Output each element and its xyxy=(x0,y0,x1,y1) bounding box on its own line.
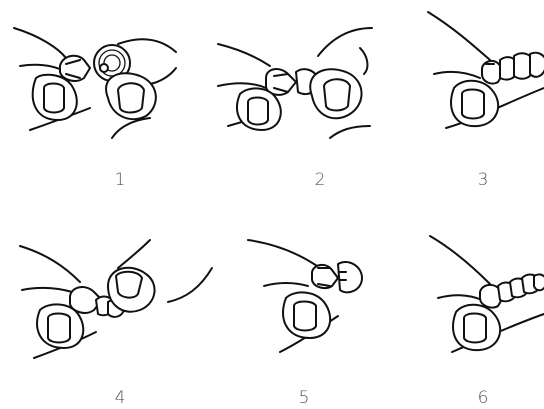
step-4-illustration xyxy=(0,228,150,368)
step-6-panel: 6 xyxy=(394,228,544,368)
step-6-number: 6 xyxy=(463,388,503,408)
step-5-panel: 5 xyxy=(220,228,370,368)
step-3-panel: 3 xyxy=(394,8,544,148)
step-1-illustration xyxy=(0,8,150,148)
step-2-number: 2 xyxy=(300,170,340,190)
step-5-number: 5 xyxy=(284,388,324,408)
step-6-illustration xyxy=(394,228,544,368)
step-5-illustration xyxy=(220,228,370,368)
step-3-illustration xyxy=(394,8,544,148)
step-2-illustration xyxy=(200,8,350,148)
step-4-panel: 4 xyxy=(0,228,150,368)
step-1-number: 1 xyxy=(100,170,140,190)
step-2-panel: 2 xyxy=(200,8,350,148)
step-3-number: 3 xyxy=(463,170,503,190)
step-4-number: 4 xyxy=(100,388,140,408)
step-1-panel: 1 xyxy=(0,8,150,148)
